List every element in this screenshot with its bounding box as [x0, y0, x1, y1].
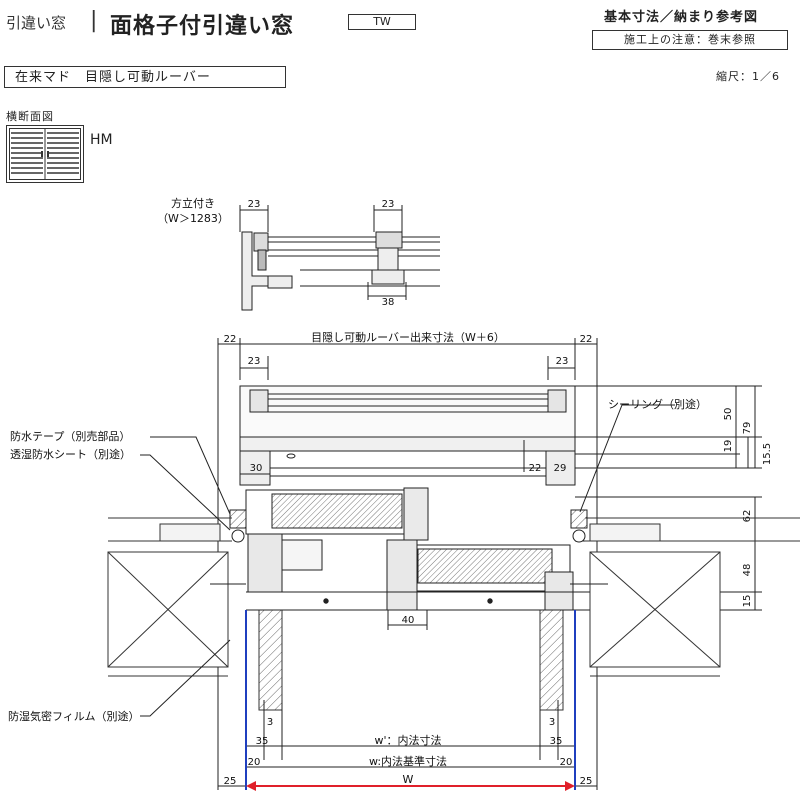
bottom-dimensions: [218, 700, 597, 787]
doc-type-label: 基本寸法／納まり参考図: [604, 10, 759, 25]
icon-code-label: HM: [90, 132, 113, 148]
dim-19: 19: [723, 440, 734, 453]
dim-48: 48: [742, 564, 753, 577]
inner-edge-lines: [245, 610, 576, 790]
section-label: 横断面図: [6, 110, 54, 123]
dim-15: 15: [742, 595, 753, 608]
construction-note: 施工上の注意：巻末参照: [592, 30, 788, 50]
overall-width-label: 目隠し可動ルーバー出来寸法（W＋6）: [311, 330, 505, 344]
detail-dim-right: 23: [382, 199, 395, 210]
scale-label: 縮尺：1／6: [716, 70, 780, 83]
dim-62: 62: [742, 510, 753, 523]
category-label: 引違い窓: [6, 14, 67, 32]
louver-pattern-icon: [6, 125, 84, 187]
dim-15-5: 15.5: [762, 443, 773, 465]
dim-20-left: 20: [248, 757, 261, 768]
dim-40: 40: [402, 615, 415, 626]
dim-23-left: 23: [248, 356, 261, 367]
dim-30: 30: [250, 463, 263, 474]
w-prime-label: w'：内法寸法: [374, 733, 441, 747]
dim-35-left: 35: [256, 736, 269, 747]
detail-label-line1: 方立付き: [171, 196, 215, 210]
mullion-detail: [239, 205, 440, 311]
dim-25-left: 25: [224, 776, 237, 787]
total-width-arrow: [246, 781, 575, 791]
dim-29: 29: [554, 463, 567, 474]
header-separator: |: [90, 8, 98, 33]
dim-22-right: 22: [580, 334, 593, 345]
dim-79: 79: [742, 422, 753, 435]
louver-unit: [239, 385, 576, 486]
detail-dim-bottom: 38: [382, 297, 395, 308]
sealing-callout: シーリング（別途）: [608, 397, 707, 411]
page-title: 面格子付引違い窓: [110, 14, 295, 39]
wall-sections: [107, 517, 800, 711]
type-code-badge: TW: [348, 14, 416, 30]
w-standard-label: w:内法基準寸法: [369, 754, 447, 768]
dim-3-left: 3: [267, 717, 273, 728]
window-sashes: [210, 487, 608, 611]
dim-3-right: 3: [549, 717, 555, 728]
detail-label-line2: （W＞1283）: [157, 212, 229, 225]
dim-40-lines: [387, 610, 428, 630]
dim-50: 50: [723, 408, 734, 421]
dim-22-left: 22: [224, 334, 237, 345]
variant-label: 在来マド 目隠し可動ルーバー: [4, 66, 286, 88]
callout-leaders: [140, 404, 675, 717]
dim-25-right: 25: [580, 776, 593, 787]
moisture-film-callout: 防湿気密フィルム（別途）: [8, 709, 140, 723]
breathable-sheet-callout: 透湿防水シート（別途）: [10, 447, 131, 461]
dim-35-right: 35: [550, 736, 563, 747]
dim-20-right: 20: [560, 757, 573, 768]
waterproof-tape-callout: 防水テープ（別売部品）: [10, 429, 130, 443]
total-width-label: W: [403, 773, 414, 786]
dim-22-mid: 22: [529, 463, 542, 474]
dim-23-right: 23: [556, 356, 569, 367]
detail-dim-left: 23: [248, 199, 261, 210]
